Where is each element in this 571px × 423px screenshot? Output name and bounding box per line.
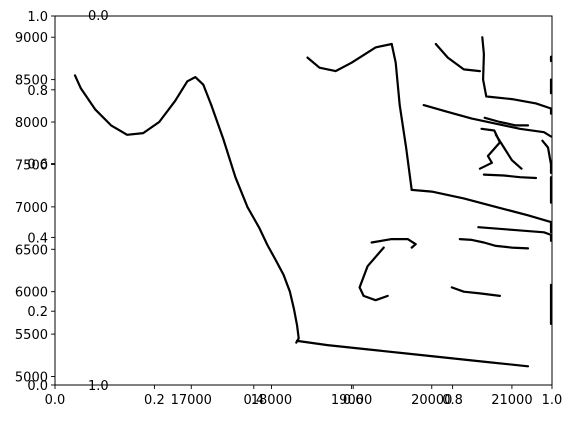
x-tick-label-primary: 0.0 — [45, 393, 66, 408]
y-tick-label-data: 6500 — [15, 243, 48, 258]
series-line-17 — [370, 238, 417, 249]
series-line-2 — [210, 103, 300, 344]
y-tick-label-primary: 0.0 — [27, 379, 48, 394]
series-line-10 — [422, 103, 553, 138]
x-tick-label-data: 21000 — [491, 393, 532, 408]
tick-labels: 0.0 0.2 0.4 0.6 0.8 1.0 0.0 0.2 0.4 0.6 0.8 1.0 1700… — [15, 10, 562, 408]
series-line-7 — [434, 42, 481, 73]
y-tick-label-data: 5000 — [15, 371, 48, 386]
x-tick-label-data: 17000 — [171, 393, 212, 408]
x-tick-label-data: 19000 — [331, 393, 372, 408]
x-tick-label-primary: 0.4 — [243, 393, 264, 408]
y-tick-label-data: 5500 — [15, 328, 48, 343]
overlap-label-bottom: 1.0 — [88, 379, 109, 394]
series-line-19 — [458, 238, 530, 250]
x-tick-label-primary: 0.6 — [343, 393, 364, 408]
y-tick-label-primary: 0.8 — [27, 84, 48, 99]
series-line-8 — [481, 36, 488, 98]
y-tick-label-primary: 0.4 — [27, 231, 48, 246]
series-line-13 — [494, 133, 523, 170]
y-tick-label-data: 6000 — [15, 286, 48, 301]
y-tick-label-data: 7000 — [15, 201, 48, 216]
overlap-label-top: 0.0 — [88, 9, 109, 24]
series-line-1 — [73, 74, 213, 136]
x-tick-label-data: 20000 — [411, 393, 452, 408]
y-tick-label-primary: 1.0 — [27, 10, 48, 25]
y-tick-label-data: 8500 — [15, 74, 48, 89]
series-line-9 — [486, 95, 553, 115]
series-line-6 — [410, 188, 553, 234]
y-tick-label-primary: 0.2 — [27, 305, 48, 320]
x-tick-label-data: 18000 — [251, 393, 292, 408]
y-tick-label-data: 7500 — [15, 158, 48, 173]
series-line-22 — [477, 226, 553, 242]
series-line-12 — [478, 127, 501, 170]
x-tick-label-primary: 1.0 — [542, 393, 563, 408]
plot-frame — [54, 15, 553, 386]
y-tick-label-primary: 0.6 — [27, 158, 48, 173]
data-lines — [73, 36, 553, 368]
axis-ticks — [51, 15, 553, 389]
series-line-16 — [482, 173, 538, 180]
x-tick-label-primary: 0.2 — [144, 393, 165, 408]
series-line-4 — [306, 42, 393, 73]
series-line-11 — [483, 116, 530, 127]
y-tick-label-data: 8000 — [15, 116, 48, 131]
series-line-18 — [358, 246, 389, 302]
series-line-14 — [541, 139, 553, 174]
series-line-5 — [390, 42, 413, 191]
series-line-3 — [296, 339, 530, 368]
y-tick-label-data: 9000 — [15, 31, 48, 46]
x-tick-label-primary: 0.8 — [442, 393, 463, 408]
series-line-20 — [450, 286, 501, 297]
